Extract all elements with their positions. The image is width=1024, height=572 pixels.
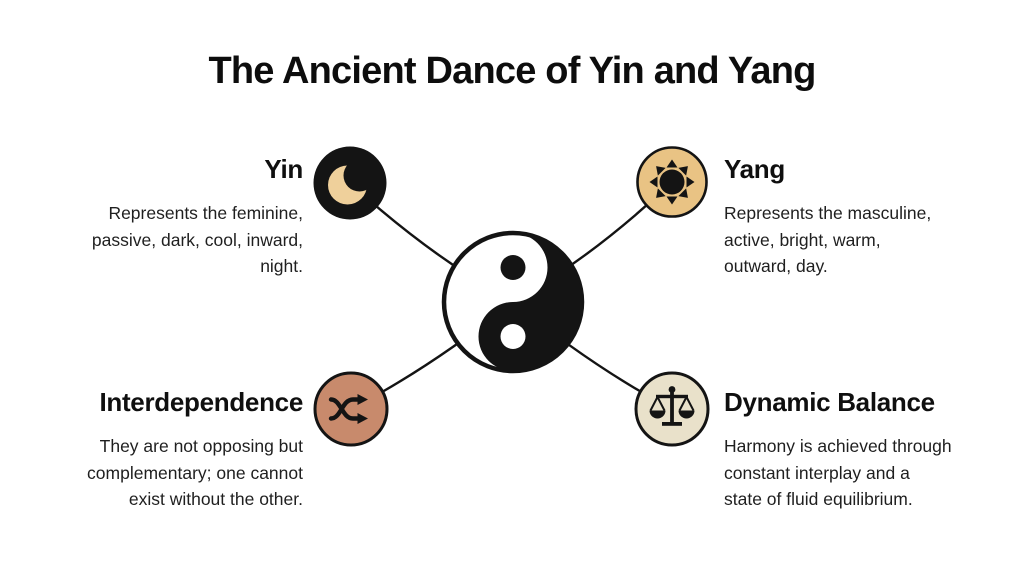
node-dynamic-balance-label: Dynamic Balance [724, 387, 935, 417]
node-interdependence: Interdependence They are not opposing bu… [26, 386, 303, 513]
node-dynamic-balance-description: Harmony is achieved through constant int… [724, 436, 952, 509]
shuffle-icon [313, 371, 389, 447]
yin-yang-dark-dot [500, 255, 526, 280]
node-yang-label: Yang [724, 154, 785, 184]
page-title: The Ancient Dance of Yin and Yang [208, 50, 816, 92]
node-interdependence-label: Interdependence [99, 387, 303, 417]
yin-yang-light-dot [500, 324, 526, 349]
node-yang-description: Represents the masculine, active, bright… [724, 203, 932, 276]
moon-icon [313, 146, 387, 220]
yin-yang-symbol [441, 230, 585, 374]
node-yin-label: Yin [264, 154, 303, 184]
scales-icon [634, 371, 710, 447]
node-dynamic-balance: Dynamic Balance Harmony is achieved thro… [724, 386, 1010, 513]
sun-icon [636, 146, 708, 218]
sun-rays [649, 159, 695, 205]
node-yin-description: Represents the feminine, passive, dark, … [91, 203, 303, 276]
node-interdependence-description: They are not opposing but complementary;… [87, 436, 303, 509]
node-yang: Yang Represents the masculine, active, b… [724, 153, 996, 280]
node-yin: Yin Represents the feminine, passive, da… [38, 153, 303, 280]
